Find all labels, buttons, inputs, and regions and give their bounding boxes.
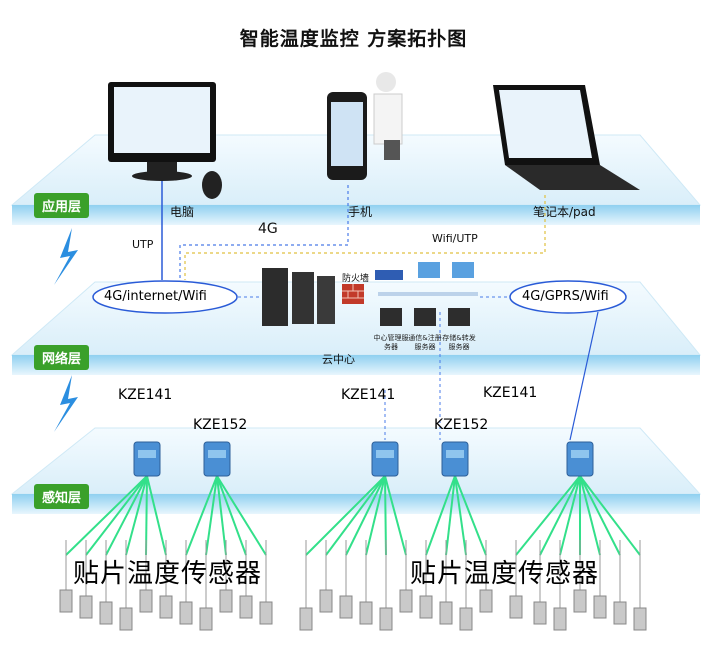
temperature-sensor-icon	[179, 540, 193, 625]
temperature-sensor-icon	[219, 540, 233, 613]
module-icon	[566, 441, 594, 477]
temperature-sensor-icon	[533, 540, 547, 625]
sensor-wire	[305, 475, 386, 556]
temperature-sensor-icon	[79, 540, 93, 619]
temperature-sensor-icon	[319, 540, 333, 613]
firewall-icon	[342, 284, 364, 304]
cloud-right-label: 4G/GPRS/Wifi	[522, 289, 609, 304]
sensor-wire	[85, 475, 148, 556]
cloud-left-label: 4G/internet/Wifi	[104, 289, 207, 304]
firewall-label: 防火墙	[342, 274, 370, 284]
module-label: KZE152	[193, 417, 248, 433]
sensor-wire	[515, 475, 581, 556]
sensor-wire	[365, 475, 386, 556]
phone-label: 手机	[348, 205, 373, 219]
sensor-wire	[579, 475, 601, 556]
temperature-sensor-icon	[59, 540, 73, 613]
server-rack-icon	[262, 268, 335, 326]
module-label: KZE141	[118, 387, 173, 403]
module-icon	[441, 441, 469, 477]
server-boxes-icon	[380, 308, 470, 326]
sensor-wire	[384, 475, 407, 556]
temperature-sensor-icon	[613, 540, 627, 625]
temperature-sensor-icon	[439, 540, 453, 625]
sensor-wire	[539, 475, 581, 556]
wireless-bolt-icon	[54, 375, 78, 432]
4g-link	[179, 185, 349, 280]
temperature-sensor-icon	[593, 540, 607, 619]
temperature-sensor-icon	[399, 540, 413, 613]
sensor-wire	[425, 475, 456, 556]
sensor-wire	[125, 475, 148, 556]
sensor-wire	[579, 475, 621, 556]
module-icon	[371, 441, 399, 477]
sensor-wire	[105, 475, 148, 556]
sensing-layer-plate	[10, 427, 702, 514]
sensors	[59, 540, 647, 631]
sensor-wire	[205, 475, 218, 556]
temperature-sensor-icon	[359, 540, 373, 625]
sensor-wire	[185, 475, 218, 556]
laptop-label: 笔记本/pad	[533, 205, 596, 219]
network-layer-badge: 网络层	[34, 345, 90, 370]
pc-label: 电脑	[170, 205, 195, 219]
sensor-wire	[216, 475, 247, 556]
temperature-sensor-icon	[159, 540, 173, 619]
temperature-sensor-icon	[479, 540, 493, 613]
module-label: KZE152	[434, 417, 489, 433]
temperature-sensor-icon	[299, 540, 313, 631]
laptop-icon	[493, 85, 640, 190]
cloud-right-icon	[509, 280, 627, 314]
sensor-wire	[216, 475, 267, 556]
server2-label: 通信&注册服务器	[408, 334, 442, 351]
server1-label: 中心管理服务器	[373, 334, 409, 351]
temperature-sensor-icon	[633, 540, 647, 631]
module-label: KZE141	[341, 387, 396, 403]
module-label: KZE141	[483, 385, 538, 401]
temperature-sensor-icon	[509, 540, 523, 619]
temperature-sensor-icon	[239, 540, 253, 619]
sensor-label-left: 贴片温度传感器	[73, 559, 263, 589]
temperature-sensor-icon	[459, 540, 473, 631]
cloud-left-icon	[92, 280, 238, 314]
module-icon	[133, 441, 161, 477]
temperature-sensor-icon	[419, 540, 433, 619]
temperature-sensor-icon	[119, 540, 133, 631]
temperature-sensor-icon	[259, 540, 273, 625]
sensor-wire	[345, 475, 386, 556]
switch-icon	[375, 262, 474, 280]
pc-monitor-icon	[108, 82, 222, 199]
temperature-sensor-icon	[553, 540, 567, 631]
sensing-layer-badge: 感知层	[34, 484, 90, 509]
sensor-wire	[445, 475, 456, 556]
temperature-sensor-icon	[199, 540, 213, 631]
wifi-utp-label: Wifi/UTP	[432, 232, 478, 245]
sensor-label-right: 贴片温度传感器	[410, 559, 600, 589]
sensor-wire	[325, 475, 386, 556]
4g-label: 4G	[258, 221, 278, 237]
sensor-wires	[65, 475, 641, 556]
sensor-wire	[579, 475, 641, 556]
sensor-wire	[216, 475, 227, 556]
temperature-sensor-icon	[99, 540, 113, 625]
sensor-wire	[454, 475, 467, 556]
temperature-sensor-icon	[339, 540, 353, 619]
module-icon	[203, 441, 231, 477]
server3-label: 存储&转发服务器	[442, 334, 476, 351]
temperature-sensor-icon	[573, 540, 587, 613]
utp-label: UTP	[132, 238, 154, 251]
modules	[133, 441, 594, 477]
wireless-bolt-icon	[54, 228, 78, 285]
temperature-sensor-icon	[139, 540, 153, 613]
sensor-wire	[65, 475, 148, 556]
sensor-wire	[454, 475, 487, 556]
temperature-sensor-icon	[379, 540, 393, 631]
phone-icon	[327, 72, 403, 180]
cloud-center-label: 云中心	[322, 353, 355, 366]
page-title: 智能温度监控 方案拓扑图	[239, 28, 468, 50]
sensor-wire	[559, 475, 581, 556]
sensor-wire	[146, 475, 167, 556]
application-layer-badge: 应用层	[34, 193, 90, 218]
